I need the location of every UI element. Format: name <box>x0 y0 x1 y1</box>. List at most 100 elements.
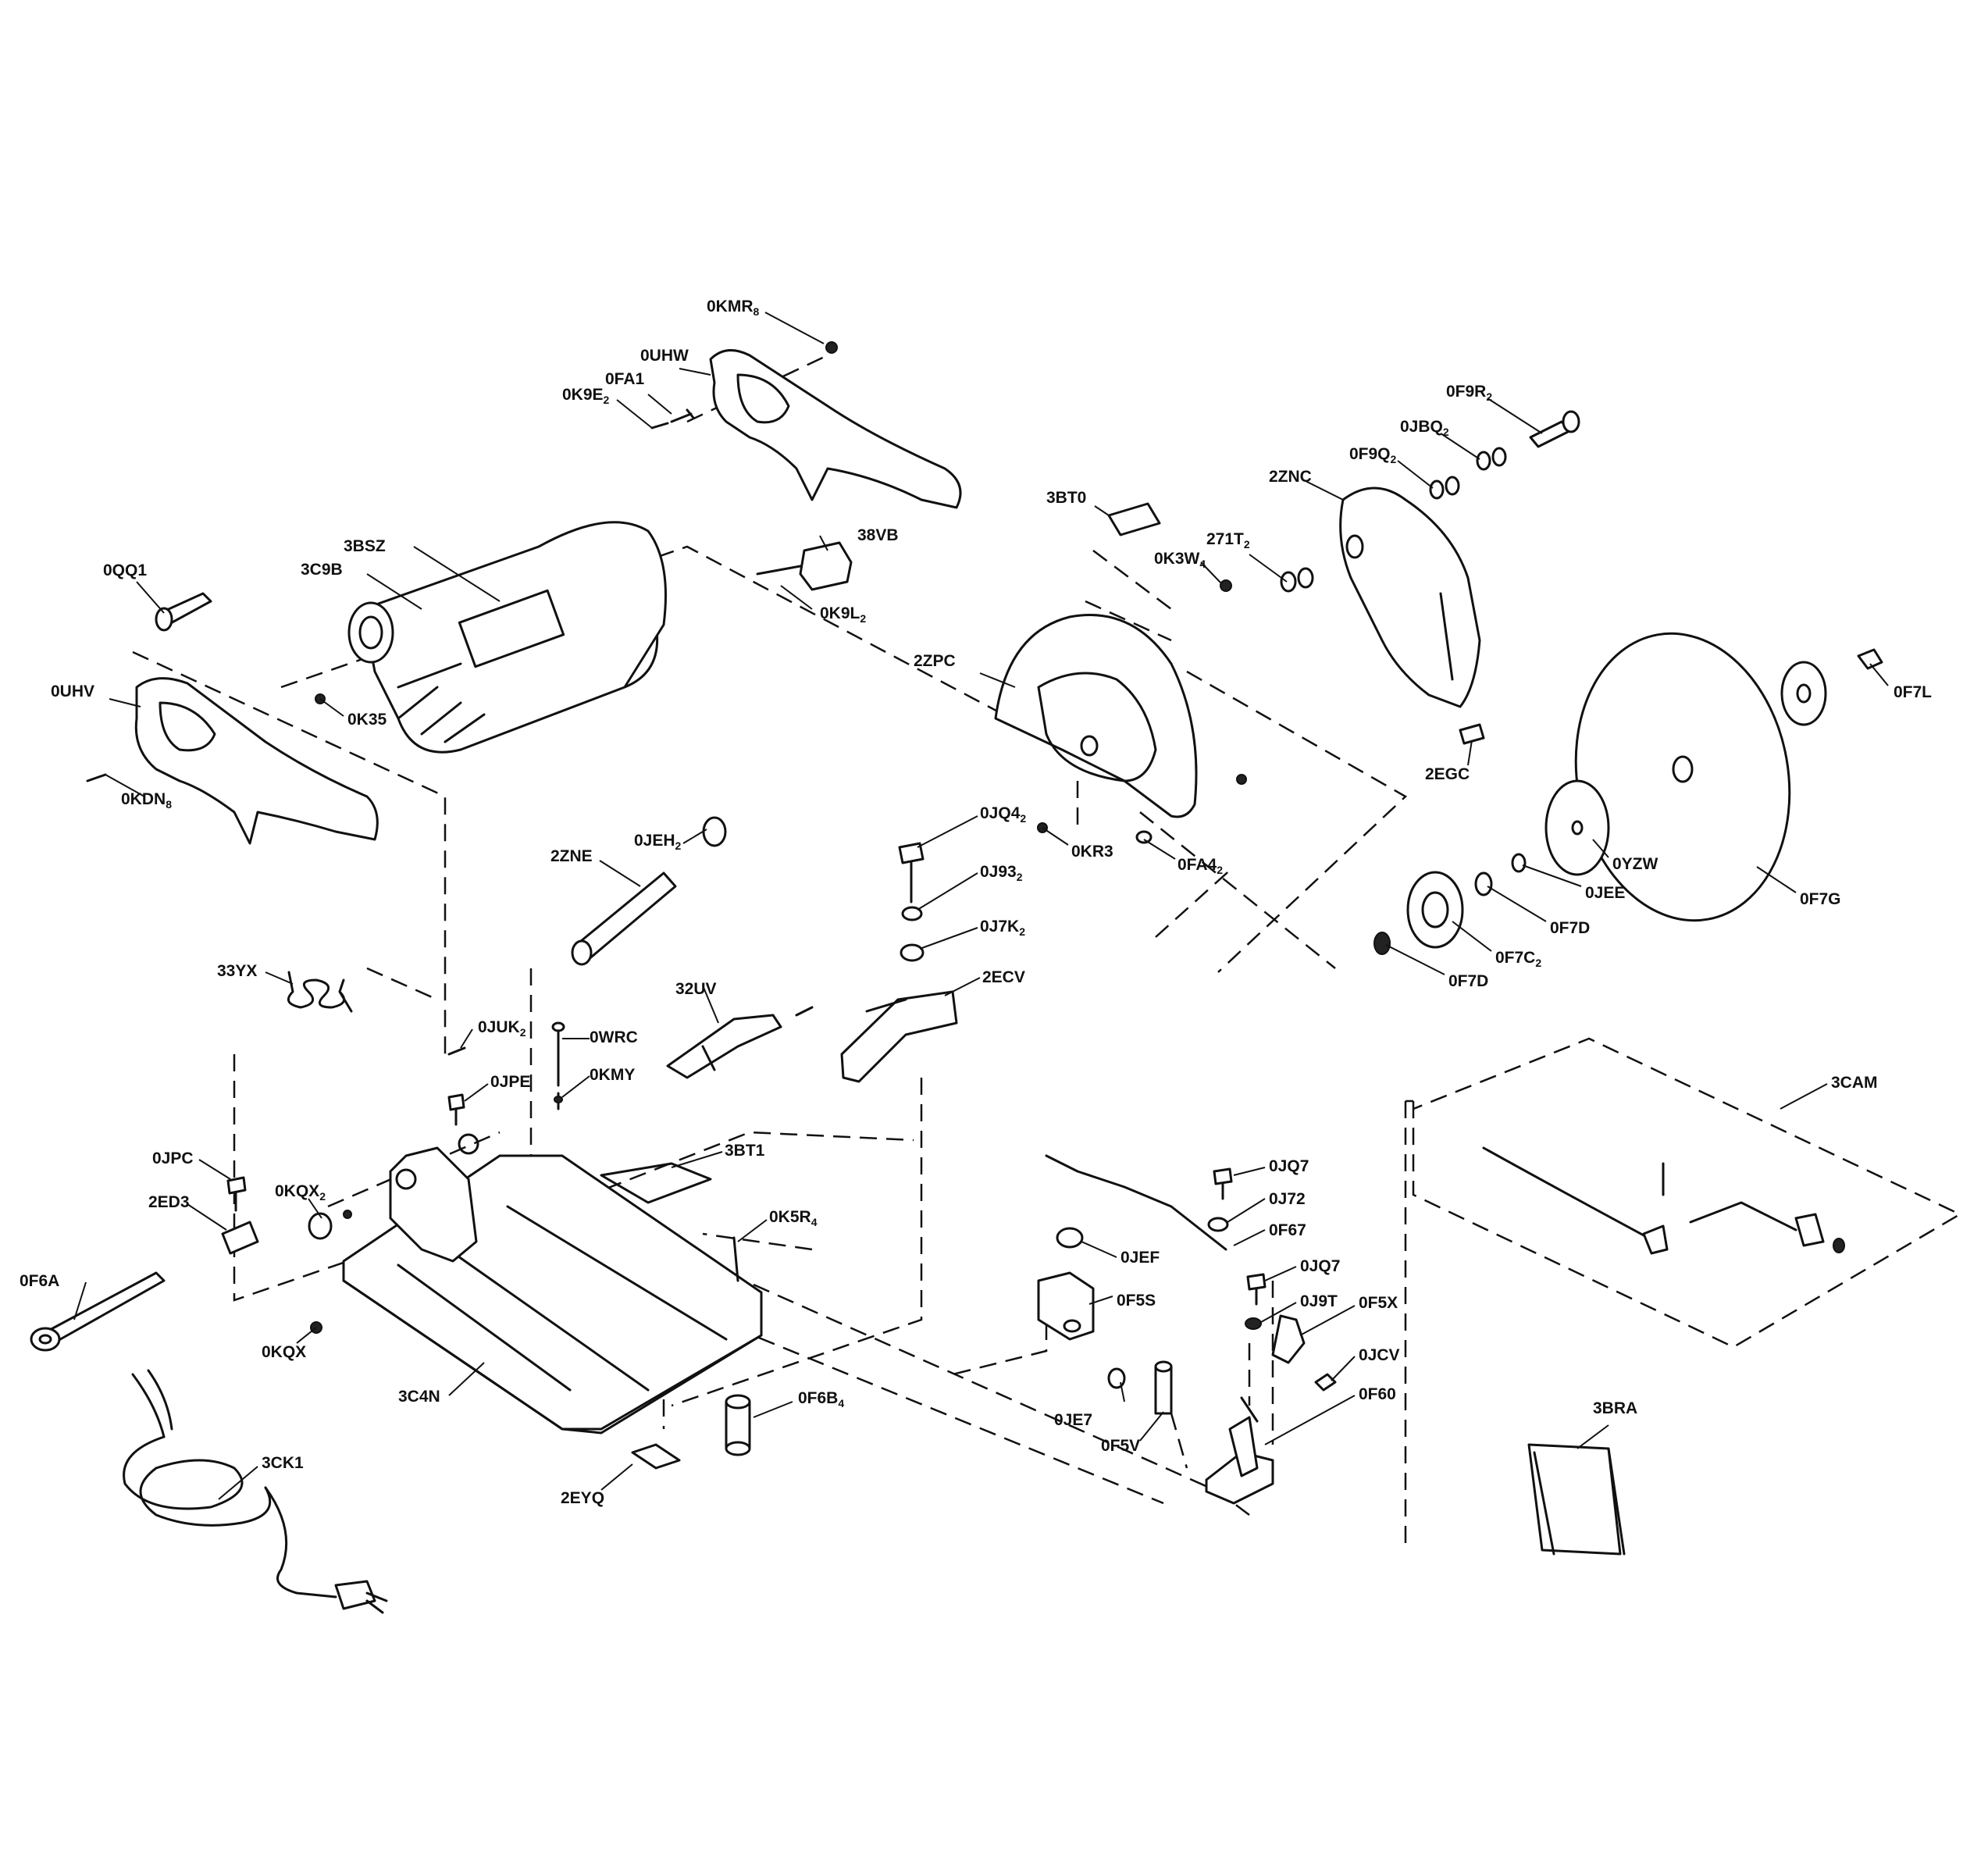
label-3c4n: 3C4N <box>398 1388 440 1406</box>
washer-0j7k-part <box>900 943 925 962</box>
lever-0f6a-part <box>30 1271 166 1352</box>
bushing-0f6b-part <box>725 1394 751 1456</box>
nut-0je7-part <box>1107 1367 1126 1389</box>
label-0f7c2: 0F7C2 <box>1495 949 1541 969</box>
label-0f7g: 0F7G <box>1800 890 1841 908</box>
label-0k5r4: 0K5R4 <box>769 1208 818 1228</box>
bracket-2ecv-part <box>840 990 958 1083</box>
label-271t2: 271T2 <box>1206 530 1250 551</box>
label-3bt0: 3BT0 <box>1046 489 1086 507</box>
cord-3ck1-part <box>123 1369 388 1614</box>
label-3bt1-part <box>600 1162 712 1204</box>
washer-0jef-part <box>1056 1227 1084 1249</box>
label-0k3w4: 0K3W4 <box>1154 550 1206 570</box>
bracket-0f5s-part <box>1037 1271 1095 1341</box>
label-38vb: 38VB <box>857 526 899 544</box>
lever-0f5x-part <box>1271 1314 1306 1364</box>
shaft-2zne-part <box>571 871 677 966</box>
nut-guard-part <box>1236 774 1247 785</box>
label-33yx: 33YX <box>217 962 257 980</box>
label-3cam: 3CAM <box>1831 1074 1878 1092</box>
cutoff-wheel-part <box>1574 632 1791 922</box>
label-0f9q2: 0F9Q2 <box>1349 445 1397 465</box>
label-0kr3: 0KR3 <box>1071 843 1113 861</box>
screw-0k5r-part <box>732 1236 739 1282</box>
motor-part <box>347 521 667 754</box>
label-0yzw: 0YZW <box>1612 855 1658 873</box>
screw-0kmr-part <box>825 341 838 354</box>
part-labels: 0KMR8 0UHW 0FA1 0K9E2 3BSZ 3C9B 38VB 0K9… <box>20 298 1932 1507</box>
bolt-0jq7-b-part <box>1246 1273 1267 1306</box>
manual-3bra-part <box>1527 1443 1626 1556</box>
clip-2egc-part <box>1459 723 1485 745</box>
label-3bsz: 3BSZ <box>344 537 386 555</box>
label-0k35: 0K35 <box>347 711 387 729</box>
pin-0fa4-part <box>1135 830 1153 844</box>
label-3c9b: 3C9B <box>301 561 343 579</box>
bolt-0jq7-a-part <box>1213 1167 1233 1200</box>
bolt-0f9r-part <box>1529 410 1580 448</box>
label-0kqx: 0KQX <box>262 1343 306 1361</box>
label-0fa1: 0FA1 <box>605 370 645 388</box>
fence-0f60-part <box>1205 1396 1274 1505</box>
label-0j72: 0J72 <box>1269 1190 1306 1208</box>
label-0kdn8: 0KDN8 <box>121 790 172 811</box>
label-2zne: 2ZNE <box>550 847 593 865</box>
label-0f6a: 0F6A <box>20 1272 59 1290</box>
label-0f7d-a: 0F7D <box>1550 919 1590 937</box>
label-0f6b4: 0F6B4 <box>798 1389 844 1410</box>
label-0jeh2: 0JEH2 <box>634 832 682 852</box>
washer-0kqx2-part <box>308 1210 352 1240</box>
flange-0f7c-part <box>1406 871 1464 949</box>
label-0jcv: 0JCV <box>1359 1346 1400 1364</box>
label-0f5s: 0F5S <box>1117 1292 1156 1310</box>
label-0je7: 0JE7 <box>1054 1411 1092 1429</box>
label-2ecv: 2ECV <box>982 968 1025 986</box>
screw-0k9e-part <box>650 422 669 429</box>
label-0uhw: 0UHW <box>640 347 689 365</box>
label-0juk2: 0JUK2 <box>478 1018 526 1039</box>
washers-0f9q-part <box>1429 476 1460 500</box>
label-3bra: 3BRA <box>1593 1399 1637 1417</box>
label-3bt0-part <box>1107 502 1161 536</box>
label-0j932: 0J932 <box>980 863 1023 883</box>
label-0jpe: 0JPE <box>490 1073 530 1091</box>
washer-0j93-part <box>901 906 923 921</box>
washer-0j9t-part <box>1245 1317 1262 1330</box>
washers-0jbq-part <box>1476 447 1507 471</box>
ring-0jeh-part <box>702 816 727 847</box>
switch-part <box>756 541 853 591</box>
label-0kmy: 0KMY <box>590 1066 635 1084</box>
screw-0fa1-part <box>670 408 695 423</box>
label-0f5x: 0F5X <box>1359 1294 1398 1312</box>
label-2egc: 2EGC <box>1425 765 1470 783</box>
pin-0jcv-part <box>1314 1373 1337 1392</box>
part-32uv <box>666 1006 814 1079</box>
label-0kmr8: 0KMR8 <box>707 298 760 318</box>
washer-0j72-part <box>1207 1217 1229 1232</box>
bolt-0jpc-part <box>226 1176 247 1212</box>
handle-right-part <box>709 349 962 509</box>
spring-33yx-part <box>287 971 353 1013</box>
screw-0juk-part <box>447 1046 466 1056</box>
screw-0kdn-part <box>86 773 107 782</box>
label-0jq7-b: 0JQ7 <box>1300 1257 1340 1275</box>
leader-lines <box>73 312 1889 1500</box>
label-0jef: 0JEF <box>1120 1249 1160 1267</box>
bolt-0jq4-part <box>898 842 925 903</box>
label-0j7k2: 0J7K2 <box>980 918 1025 938</box>
screw-0k3w-part <box>1220 579 1232 592</box>
bolt-0jpe-part <box>447 1093 465 1126</box>
label-0j9t: 0J9T <box>1300 1292 1338 1310</box>
pin-0f5v-part <box>1154 1360 1173 1415</box>
label-32uv: 32UV <box>675 980 717 998</box>
label-2ed3: 2ED3 <box>148 1193 190 1211</box>
rack-0f67-part <box>1045 1154 1227 1251</box>
label-0f7l: 0F7L <box>1894 683 1932 701</box>
upper-guard-part <box>1339 486 1481 708</box>
label-0jee: 0JEE <box>1585 884 1625 902</box>
handle-left-part <box>134 677 379 845</box>
label-0f7d-b: 0F7D <box>1448 972 1488 990</box>
label-0f9r2: 0F9R2 <box>1446 383 1492 403</box>
